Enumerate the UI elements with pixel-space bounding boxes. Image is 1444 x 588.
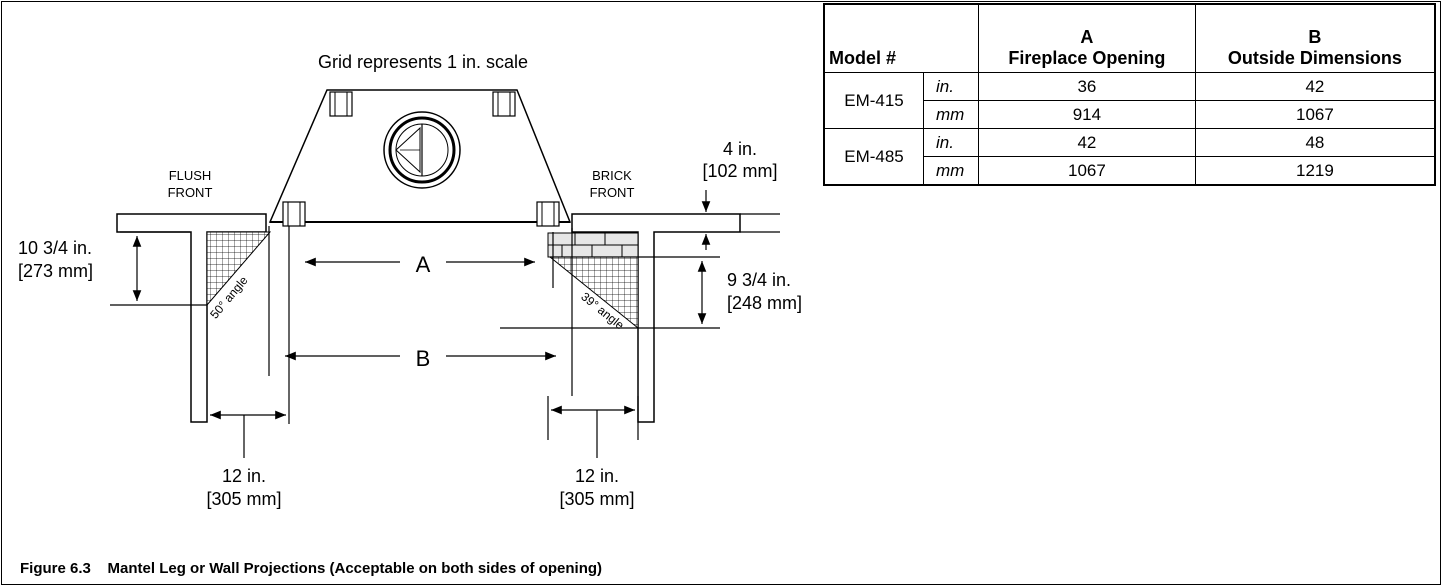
figure-caption: Figure 6.3 Mantel Leg or Wall Projection… [20, 560, 602, 577]
unit-cell: in. [923, 72, 979, 101]
unit-cell: in. [923, 128, 979, 157]
value-a-cell: 914 [978, 100, 1196, 129]
flush-front-label-line2: FRONT [168, 185, 213, 200]
value-a-cell: 36 [978, 72, 1196, 101]
col-header-a-letter: A [1080, 27, 1094, 47]
grid-scale-note: Grid represents 1 in. scale [318, 52, 528, 72]
left-height-label-line1: 10 3/4 in. [18, 238, 92, 258]
figure-caption-text: Mantel Leg or Wall Projections (Acceptab… [107, 560, 603, 577]
dimension-lines [110, 190, 780, 458]
left-mantel-leg [116, 213, 272, 423]
value-b-cell: 1067 [1194, 100, 1436, 129]
value-a-cell: 42 [978, 128, 1196, 157]
mantel-depth-label-line2: [102 mm] [702, 161, 777, 181]
right-width-label-line1: 12 in. [575, 466, 619, 486]
right-height-label-line2: [248 mm] [727, 293, 802, 313]
table-row: mm 1067 1219 [824, 156, 1436, 186]
col-header-b-letter: B [1308, 27, 1322, 47]
brick-front-label-line2: FRONT [590, 185, 635, 200]
table-row: EM-415 in. 36 42 [823, 72, 1436, 129]
table-row: EM-485 in. 42 48 [823, 128, 1436, 186]
flush-front-label-line1: FLUSH [169, 168, 212, 183]
value-a-cell: 1067 [978, 156, 1196, 186]
dimension-b-label: B [416, 346, 431, 371]
dimension-a-label: A [416, 252, 431, 277]
unit-cell: mm [923, 156, 979, 186]
table-row: mm 914 1067 [824, 100, 1436, 129]
left-width-label-line1: 12 in. [222, 466, 266, 486]
left-width-label-line2: [305 mm] [206, 489, 281, 509]
value-b-cell: 42 [1194, 72, 1436, 101]
figure-number: Figure 6.3 [20, 560, 91, 577]
right-mantel-leg [547, 213, 741, 423]
unit-cell: mm [923, 100, 979, 129]
value-b-cell: 1219 [1194, 156, 1436, 186]
brick-front-label-line1: BRICK [592, 168, 632, 183]
right-height-label-line1: 9 3/4 in. [727, 270, 791, 290]
col-header-a-name: Fireplace Opening [1008, 48, 1166, 68]
left-height-label-line2: [273 mm] [18, 261, 93, 281]
col-header-b-name: Outside Dimensions [1227, 48, 1402, 68]
fireplace-body [268, 89, 572, 227]
mantel-depth-label-line1: 4 in. [723, 139, 757, 159]
right-width-label-line2: [305 mm] [559, 489, 634, 509]
model-cell: EM-415 [823, 72, 924, 129]
col-header-model: Model # [823, 3, 979, 73]
value-b-cell: 48 [1194, 128, 1436, 157]
model-cell: EM-485 [823, 128, 924, 186]
